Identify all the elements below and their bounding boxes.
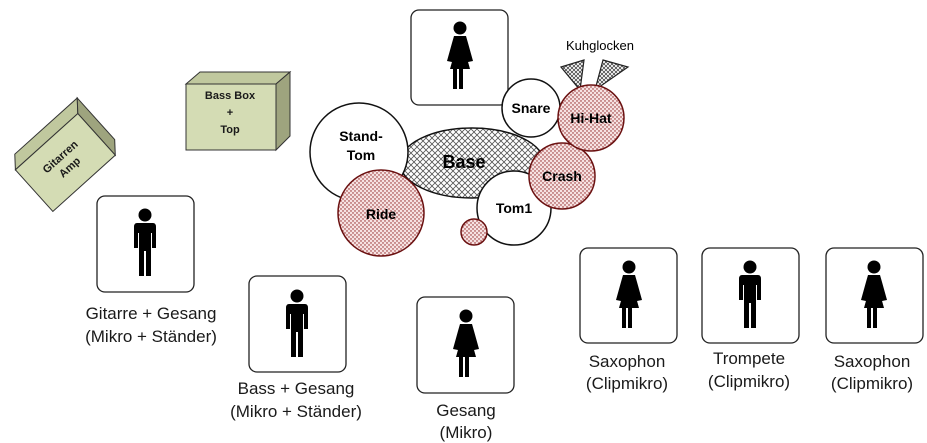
gesang-caption-1: Gesang (436, 401, 496, 420)
trompete-caption-1: Trompete (713, 349, 785, 368)
kuhglocken-label: Kuhglocken (566, 38, 634, 53)
gitarre-caption-2: (Mikro + Ständer) (85, 327, 217, 346)
bass-box-label-2: + (227, 107, 233, 119)
person-gitarre: Gitarre + Gesang (Mikro + Ständer) (85, 195, 217, 346)
bass-box-label-3: Top (220, 124, 240, 136)
tom1-label: Tom1 (496, 200, 533, 216)
base-label: Base (442, 152, 485, 172)
bass-box: Bass Box + Top (184, 70, 292, 152)
person-gesang: Gesang (Mikro) (416, 296, 515, 442)
bass-caption-1: Bass + Gesang (238, 379, 355, 398)
person-saxophon-1: Saxophon (Clipmikro) (579, 247, 678, 393)
trompete-caption-2: (Clipmikro) (708, 372, 790, 391)
gitarren-amp: Gitarren Amp (14, 96, 116, 213)
person-drummer (410, 9, 509, 106)
person-bass: Bass + Gesang (Mikro + Ständer) (230, 275, 362, 421)
cowbell-left (559, 59, 585, 92)
small-cymbal (460, 218, 488, 246)
crash-label: Crash (542, 168, 582, 184)
hi-hat (557, 84, 625, 152)
sax1-caption-2: (Clipmikro) (586, 374, 668, 393)
ride-label: Ride (366, 206, 397, 222)
bass-box-label-1: Bass Box (205, 90, 256, 102)
hi-hat-label: Hi-Hat (570, 110, 612, 126)
person-saxophon-2: Saxophon (Clipmikro) (825, 247, 924, 393)
sax2-caption-1: Saxophon (834, 352, 911, 371)
sax2-caption-2: (Clipmikro) (831, 374, 913, 393)
gesang-caption-2: (Mikro) (440, 423, 493, 442)
cowbell-right (593, 59, 630, 92)
gitarre-caption-1: Gitarre + Gesang (86, 304, 217, 323)
bass-caption-2: (Mikro + Ständer) (230, 402, 362, 421)
crash-cymbal (528, 142, 596, 210)
drum-kit: Stand- Tom Base Ride Tom1 Crash Snare Hi… (309, 78, 625, 257)
stand-tom-label-1: Stand- (339, 128, 383, 144)
stand-tom-label-2: Tom (347, 147, 376, 163)
snare-label: Snare (512, 100, 551, 116)
sax1-caption-1: Saxophon (589, 352, 666, 371)
ride-cymbal (337, 169, 425, 257)
person-trompete: Trompete (Clipmikro) (701, 247, 800, 391)
